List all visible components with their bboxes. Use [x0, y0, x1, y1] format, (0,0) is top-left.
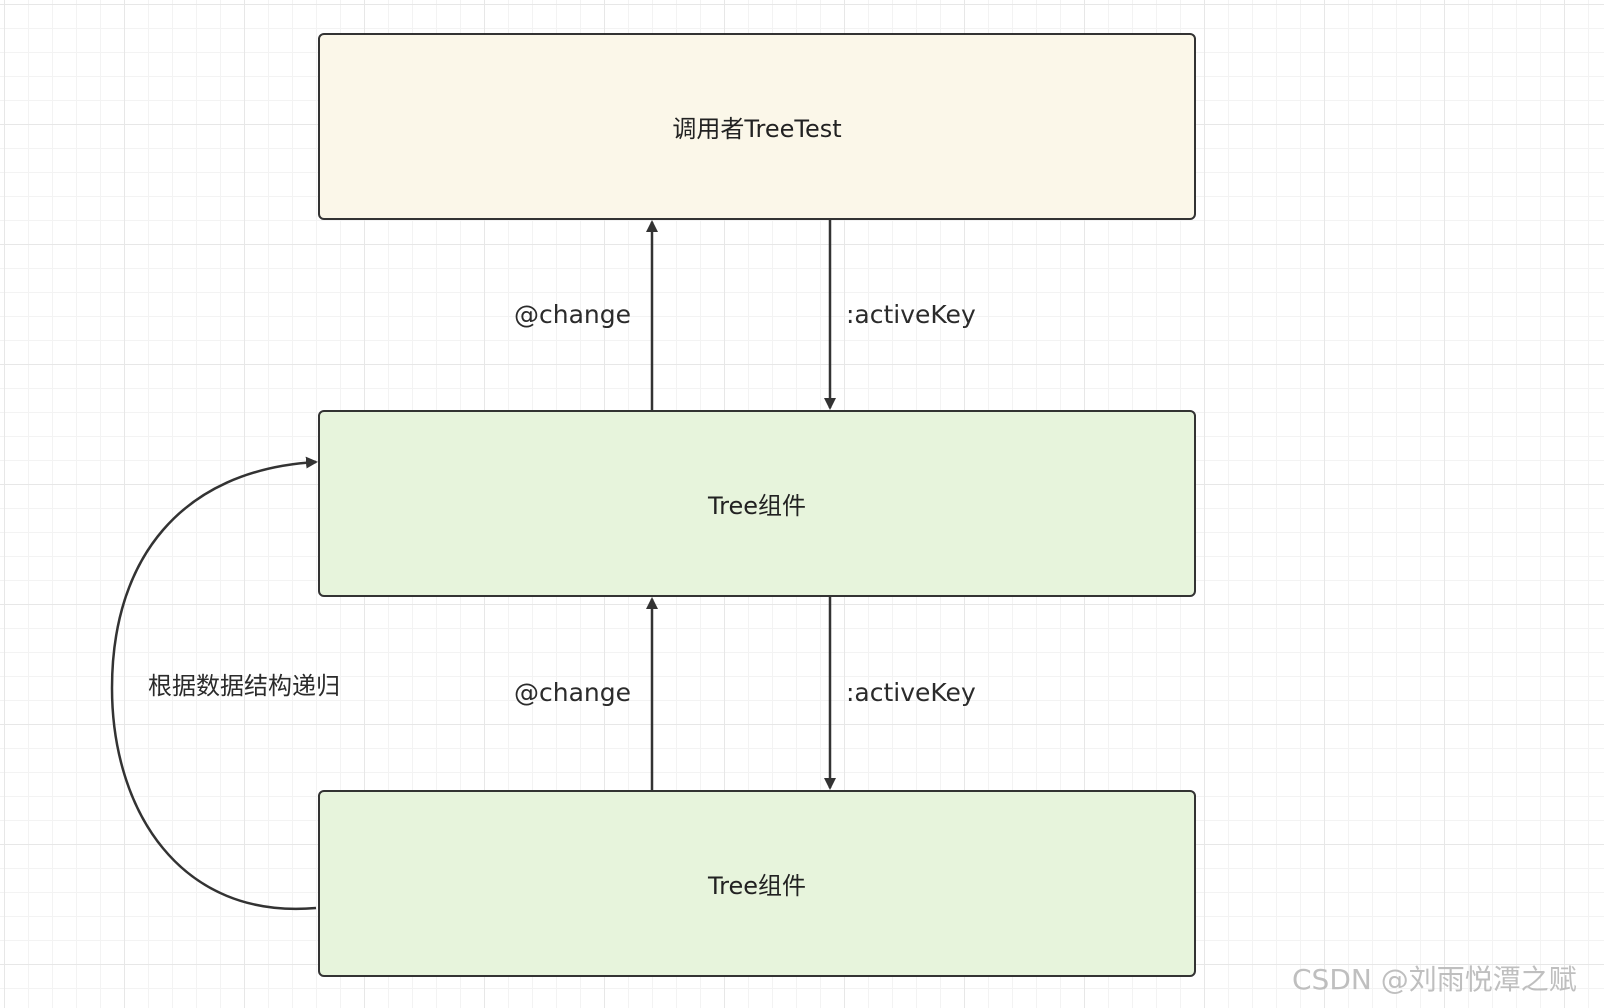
watermark: CSDN @刘雨悦潭之赋: [1292, 963, 1577, 996]
caller-node-label: 调用者TreeTest: [672, 115, 842, 143]
edge-label-change-top: @change: [514, 300, 632, 329]
tree-parent-node-label: Tree组件: [707, 492, 806, 520]
edge-label-activekey-top: :activeKey: [846, 300, 976, 329]
tree-child-node-label: Tree组件: [707, 872, 806, 900]
edge-label-recursion: 根据数据结构递归: [148, 672, 340, 700]
tree-child-node: Tree组件: [318, 790, 1196, 977]
edge-recursion: [110, 456, 318, 911]
edge-label-activekey-bottom: :activeKey: [846, 678, 976, 707]
caller-node: 调用者TreeTest: [318, 33, 1196, 220]
tree-parent-node: Tree组件: [318, 410, 1196, 597]
edge-label-change-bottom: @change: [514, 678, 632, 707]
